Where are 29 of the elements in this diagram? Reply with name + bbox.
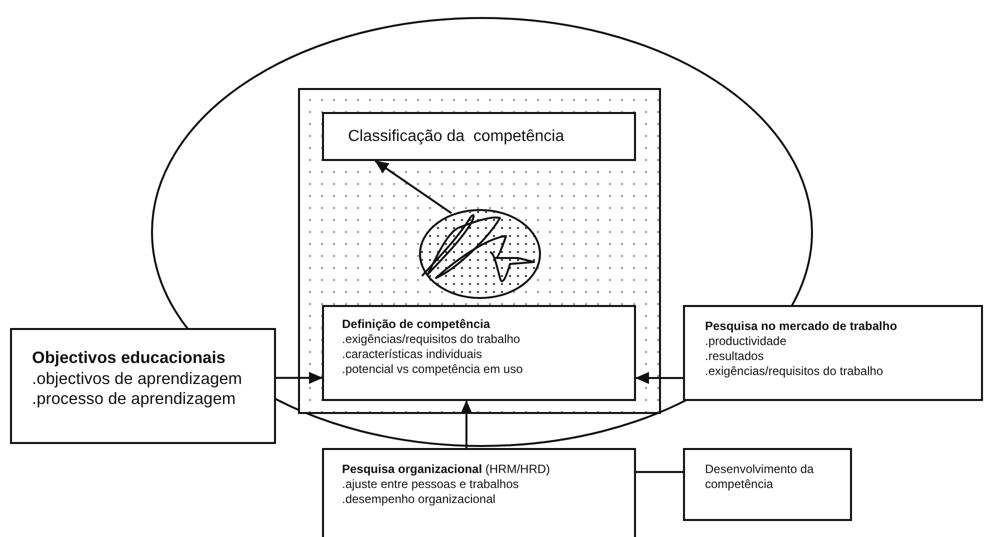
box-heading: Objectivos educacionais	[32, 348, 226, 369]
box-text: .desempenho organizacional	[342, 492, 496, 507]
box-text: Classificação da competência	[348, 127, 566, 147]
text-box	[322, 112, 636, 161]
box-text: .exigências/requisitos do trabalho	[705, 364, 884, 379]
box-text: .productividade	[705, 334, 788, 349]
text-box	[683, 305, 983, 401]
arrow	[635, 372, 683, 384]
text-box	[322, 448, 636, 537]
connector-line	[636, 471, 683, 473]
text-box	[10, 328, 276, 444]
box-text: .ajuste entre pessoas e trabalhos	[342, 477, 520, 492]
scribble-circle	[418, 208, 542, 300]
box-heading: Pesquisa organizacional (HRM/HRD)	[342, 462, 552, 477]
box-text: .características individuais	[342, 347, 484, 362]
box-text: Desenvolvimento da competência	[705, 462, 815, 492]
box-text: .resultados	[705, 349, 765, 364]
box-text: .potencial vs competência em uso	[342, 362, 524, 377]
box-text: .processo de aprendizagem	[32, 389, 237, 410]
arrow	[276, 372, 323, 384]
box-text: .objectivos de aprendizagem	[32, 368, 244, 390]
box-text: .exigências/requisitos do trabalho	[342, 332, 522, 347]
box-heading: Pesquisa no mercado de trabalho	[705, 319, 898, 334]
box-heading: Definição de competência	[342, 317, 492, 332]
text-box	[683, 448, 852, 521]
dotted-panel	[298, 88, 661, 414]
arrow	[460, 400, 472, 448]
arrow	[374, 160, 452, 214]
text-box	[322, 305, 636, 401]
